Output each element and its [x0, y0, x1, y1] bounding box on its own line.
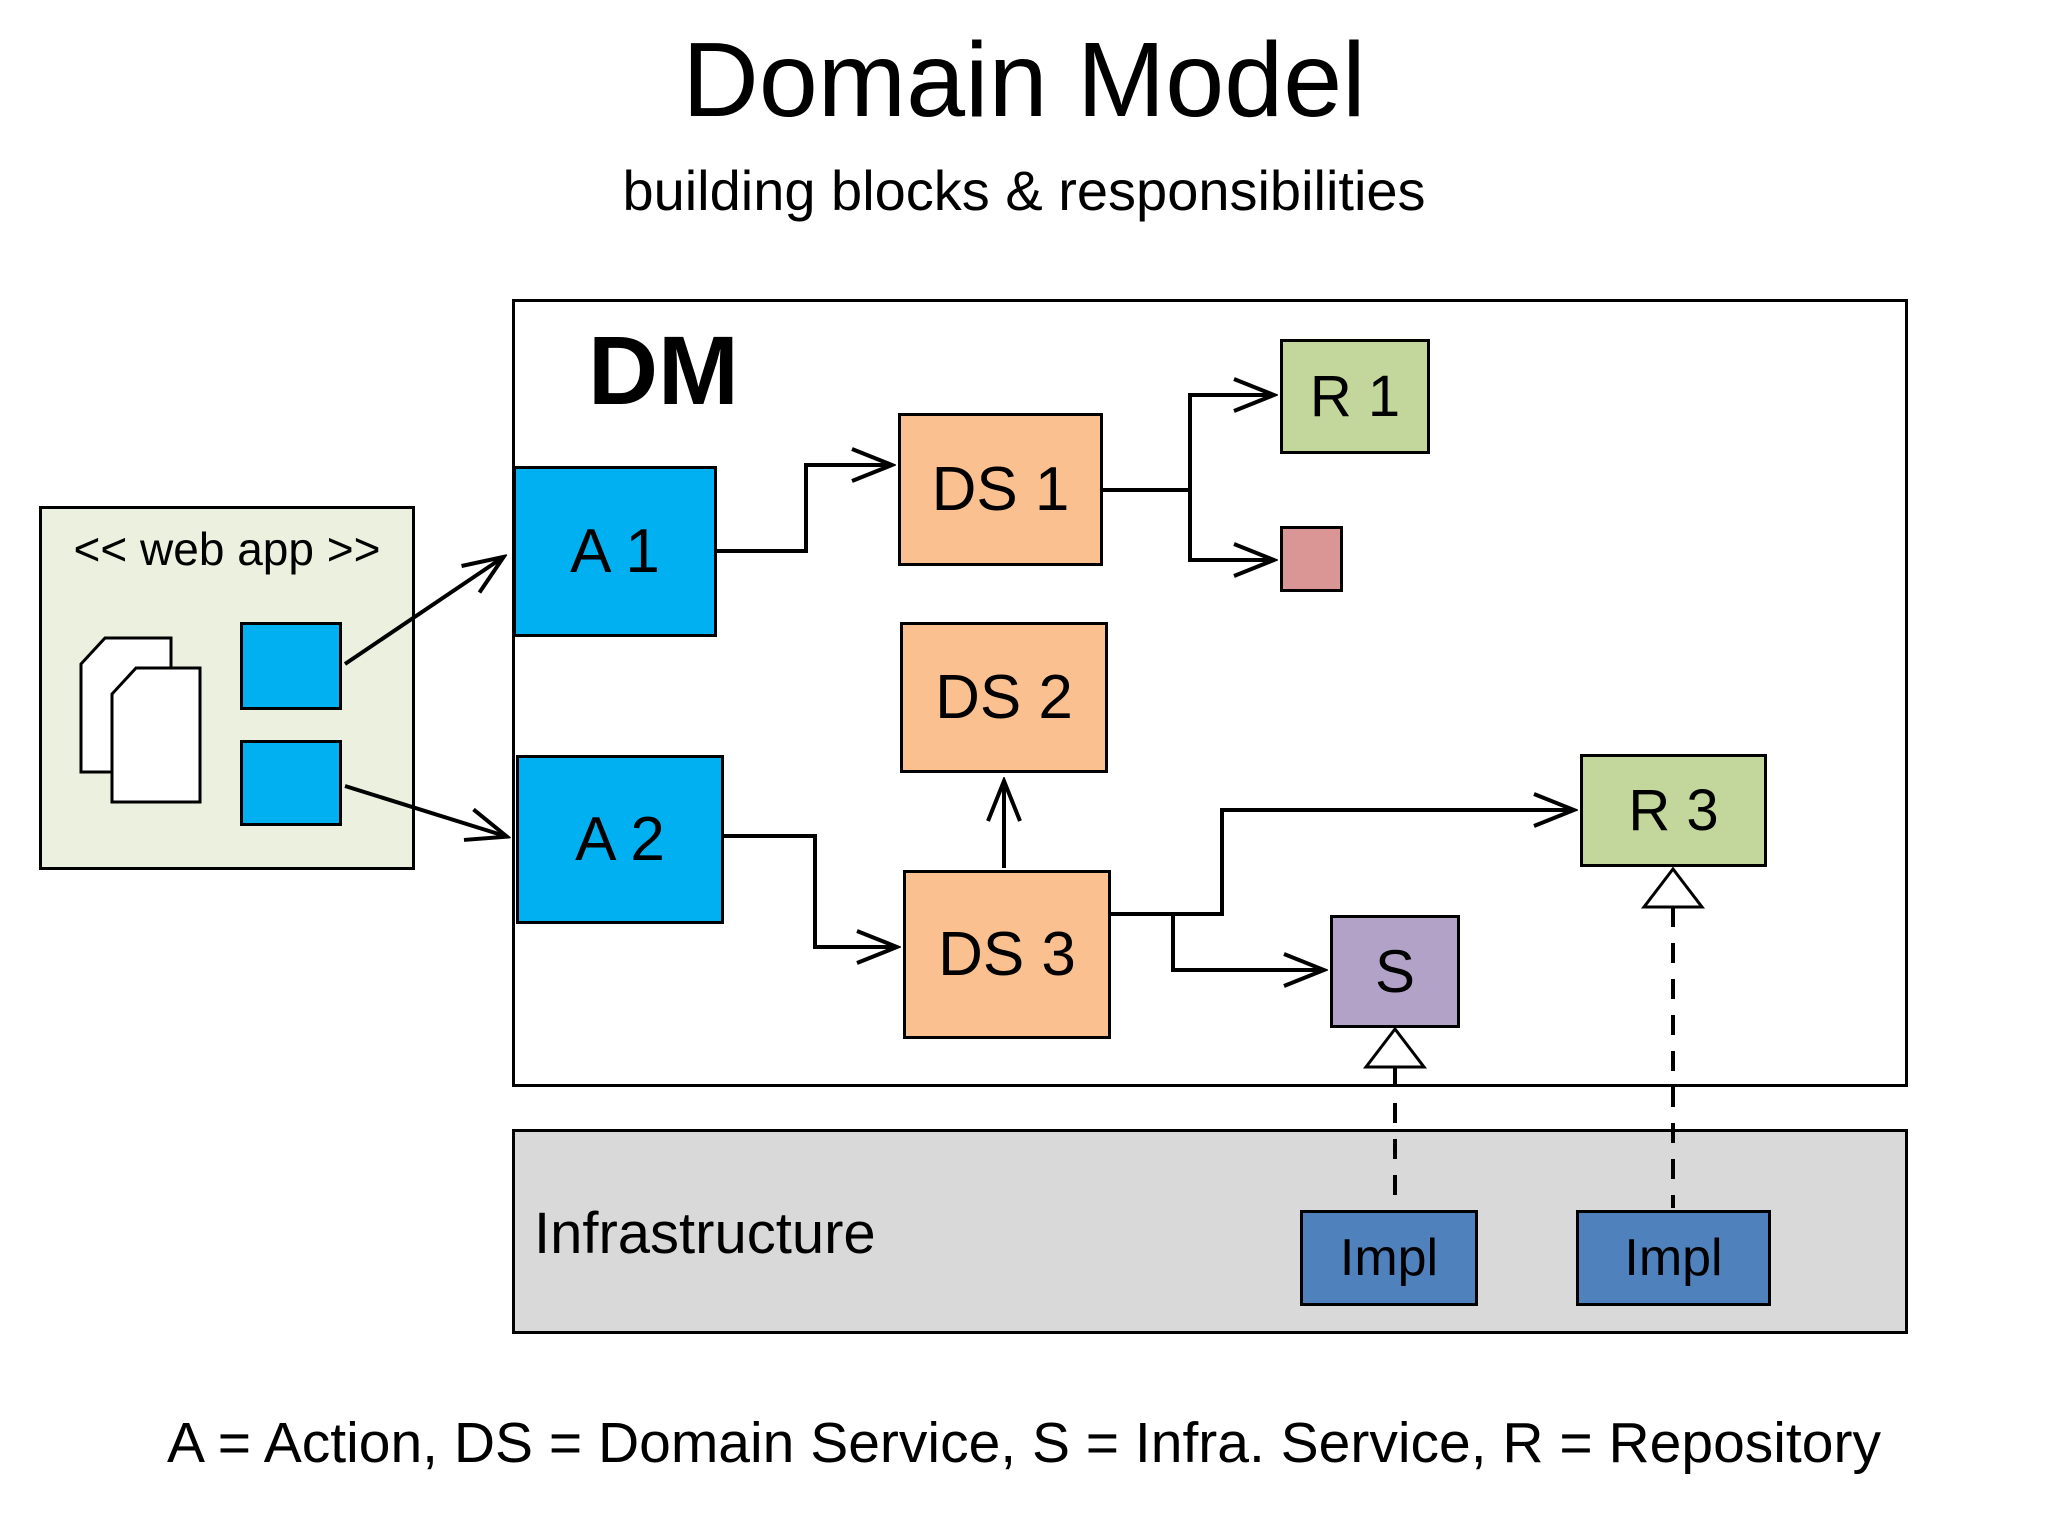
node-domain-service-2: DS 2 — [900, 622, 1108, 773]
webapp-component-icon — [240, 740, 342, 826]
node-repository-1: R 1 — [1280, 339, 1430, 454]
domain-model-label: DM — [588, 316, 739, 425]
node-action-1-label: A 1 — [570, 517, 660, 586]
abbreviation-legend: A = Action, DS = Domain Service, S = Inf… — [167, 1411, 1881, 1475]
node-entity-square — [1280, 526, 1343, 592]
node-domain-service-2-label: DS 2 — [935, 663, 1073, 732]
node-repository-3: R 3 — [1580, 754, 1767, 867]
node-impl-of-s-label: Impl — [1339, 1229, 1439, 1287]
page-title: Domain Model — [682, 21, 1366, 139]
node-domain-service-3: DS 3 — [903, 870, 1111, 1039]
node-action-2: A 2 — [516, 755, 724, 924]
webapp-component-icon — [240, 622, 342, 710]
node-domain-service-1: DS 1 — [898, 413, 1103, 566]
node-domain-service-3-label: DS 3 — [938, 920, 1076, 989]
node-repository-3-label: R 3 — [1628, 778, 1719, 843]
node-infra-service: S — [1330, 915, 1460, 1028]
page-subtitle: building blocks & responsibilities — [622, 159, 1426, 222]
node-impl-of-r3: Impl — [1576, 1210, 1771, 1306]
node-domain-service-1-label: DS 1 — [931, 455, 1070, 524]
infrastructure-label: Infrastructure — [534, 1201, 876, 1266]
node-action-1: A 1 — [513, 466, 717, 637]
web-app-label: << web app >> — [73, 523, 381, 575]
node-action-2-label: A 2 — [575, 805, 665, 874]
node-infra-service-label: S — [1374, 938, 1416, 1005]
node-impl-of-r3-label: Impl — [1624, 1229, 1723, 1287]
node-impl-of-s: Impl — [1300, 1210, 1478, 1306]
node-repository-1-label: R 1 — [1309, 364, 1401, 429]
